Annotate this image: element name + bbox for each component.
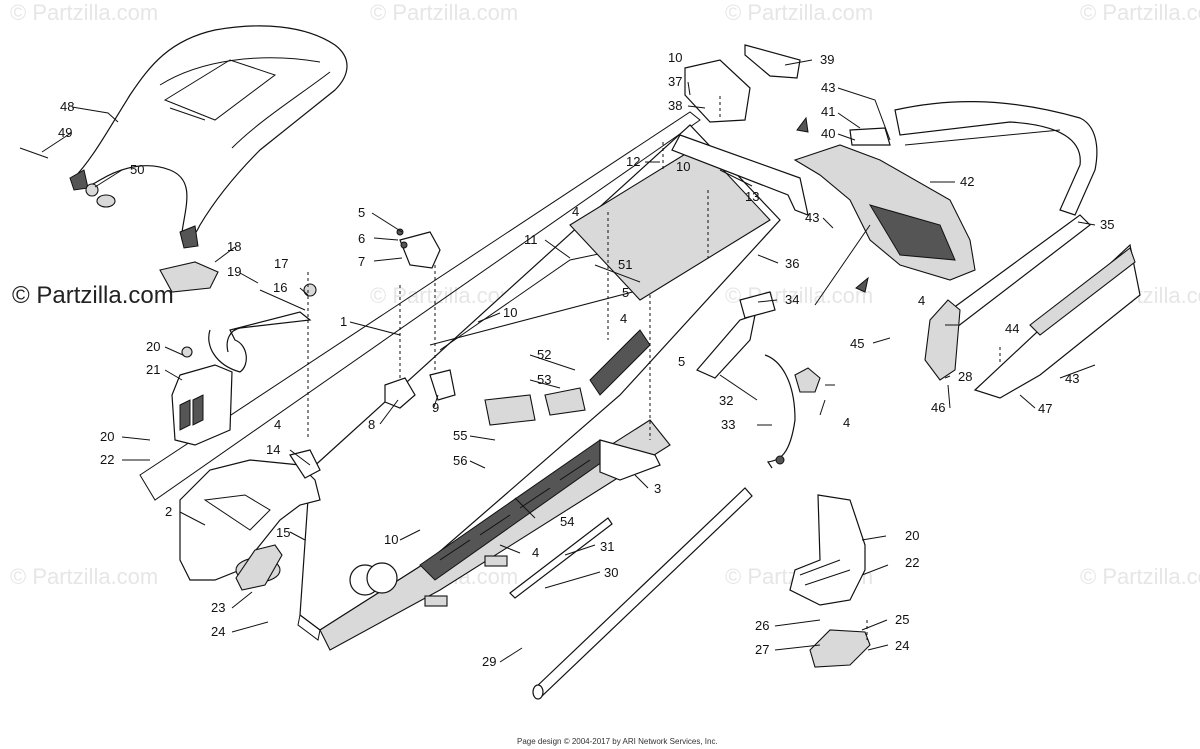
callout-49: 49	[58, 125, 72, 140]
callout-5: 5	[358, 205, 365, 220]
callout-41: 41	[821, 104, 835, 119]
callout-7: 7	[358, 254, 365, 269]
callout-15: 15	[276, 525, 290, 540]
callout-56: 56	[453, 453, 467, 468]
callout-23: 23	[211, 600, 225, 615]
callout-4: 4	[532, 545, 539, 560]
callout-20: 20	[100, 429, 114, 444]
callout-33: 33	[721, 417, 735, 432]
callout-24: 24	[211, 624, 225, 639]
callout-42: 42	[960, 174, 974, 189]
callout-53: 53	[537, 372, 551, 387]
small-parts-drawing	[384, 228, 456, 409]
leader-lines	[41, 59, 1096, 663]
callout-40: 40	[821, 126, 835, 141]
callout-5: 5	[678, 354, 685, 369]
callout-34: 34	[785, 292, 799, 307]
plates-drawing	[739, 291, 961, 381]
callout-4: 4	[620, 311, 627, 326]
callout-46: 46	[931, 400, 945, 415]
callout-54: 54	[560, 514, 574, 529]
callout-45: 45	[850, 336, 864, 351]
bumper-drawing	[159, 261, 317, 446]
seat-drawing	[69, 25, 348, 249]
callout-14: 14	[266, 442, 280, 457]
callout-29: 29	[482, 654, 496, 669]
reference-lines	[307, 96, 1001, 640]
callout-9: 9	[432, 400, 439, 415]
callout-4: 4	[572, 204, 579, 219]
watermark: © Partzilla.com	[1080, 564, 1200, 589]
watermark: © Partzilla.com	[10, 0, 158, 25]
callout-13: 13	[745, 189, 759, 204]
callout-30: 30	[604, 565, 618, 580]
callout-55: 55	[453, 428, 467, 443]
callout-22: 22	[905, 555, 919, 570]
callout-39: 39	[820, 52, 834, 67]
callout-11: 11	[524, 232, 538, 247]
callout-43: 43	[805, 210, 819, 225]
running-board-drawing	[235, 314, 871, 668]
callout-32: 32	[719, 393, 733, 408]
callout-52: 52	[537, 347, 551, 362]
partzilla-watermark: © Partzilla.com	[12, 282, 174, 309]
callout-20: 20	[146, 339, 160, 354]
callout-36: 36	[785, 256, 799, 271]
callout-31: 31	[600, 539, 614, 554]
callout-10: 10	[503, 305, 517, 320]
callout-44: 44	[1005, 321, 1019, 336]
callout-50: 50	[130, 162, 144, 177]
footer-credit: Page design © 2004-2017 by ARI Network S…	[517, 737, 718, 746]
callout-16: 16	[273, 280, 287, 295]
callout-47: 47	[1038, 401, 1052, 416]
callout-4: 4	[274, 417, 281, 432]
callout-6: 6	[358, 231, 365, 246]
callout-18: 18	[227, 239, 241, 254]
callout-3: 3	[654, 481, 661, 496]
callout-35: 35	[1100, 217, 1114, 232]
callout-10: 10	[676, 159, 690, 174]
callout-5: 5	[622, 285, 629, 300]
tunnel-drawing	[139, 111, 781, 651]
top-bracket-drawing	[671, 44, 809, 216]
callout-10: 10	[384, 532, 398, 547]
callout-24: 24	[895, 638, 909, 653]
callout-37: 37	[668, 74, 682, 89]
callout-22: 22	[100, 452, 114, 467]
watermark: © Partzilla.com	[370, 0, 518, 25]
callout-28: 28	[958, 369, 972, 384]
watermark: © Partzilla.com	[1080, 0, 1200, 25]
callout-21: 21	[146, 362, 160, 377]
callout-38: 38	[668, 98, 682, 113]
callout-labels: 48 49 50 1 2 3 5 6 7 8 9 10 11 12 10 13 …	[58, 50, 1114, 669]
callout-4: 4	[918, 293, 925, 308]
callout-43: 43	[821, 80, 835, 95]
rear-flap-drawing	[793, 101, 1141, 399]
callout-48: 48	[60, 99, 74, 114]
rods-drawing	[509, 487, 753, 700]
callout-43: 43	[1065, 371, 1079, 386]
callout-1: 1	[340, 314, 347, 329]
watermark: © Partzilla.com	[10, 564, 158, 589]
callout-19: 19	[227, 264, 241, 279]
callout-51: 51	[618, 257, 632, 272]
callout-27: 27	[755, 642, 769, 657]
callout-20: 20	[905, 528, 919, 543]
callout-26: 26	[755, 618, 769, 633]
callout-10: 10	[668, 50, 682, 65]
callout-12: 12	[626, 154, 640, 169]
callout-2: 2	[165, 504, 172, 519]
callout-8: 8	[368, 417, 375, 432]
callout-25: 25	[895, 612, 909, 627]
callout-4: 4	[843, 415, 850, 430]
callout-17: 17	[274, 256, 288, 271]
watermark: © Partzilla.com	[725, 0, 873, 25]
